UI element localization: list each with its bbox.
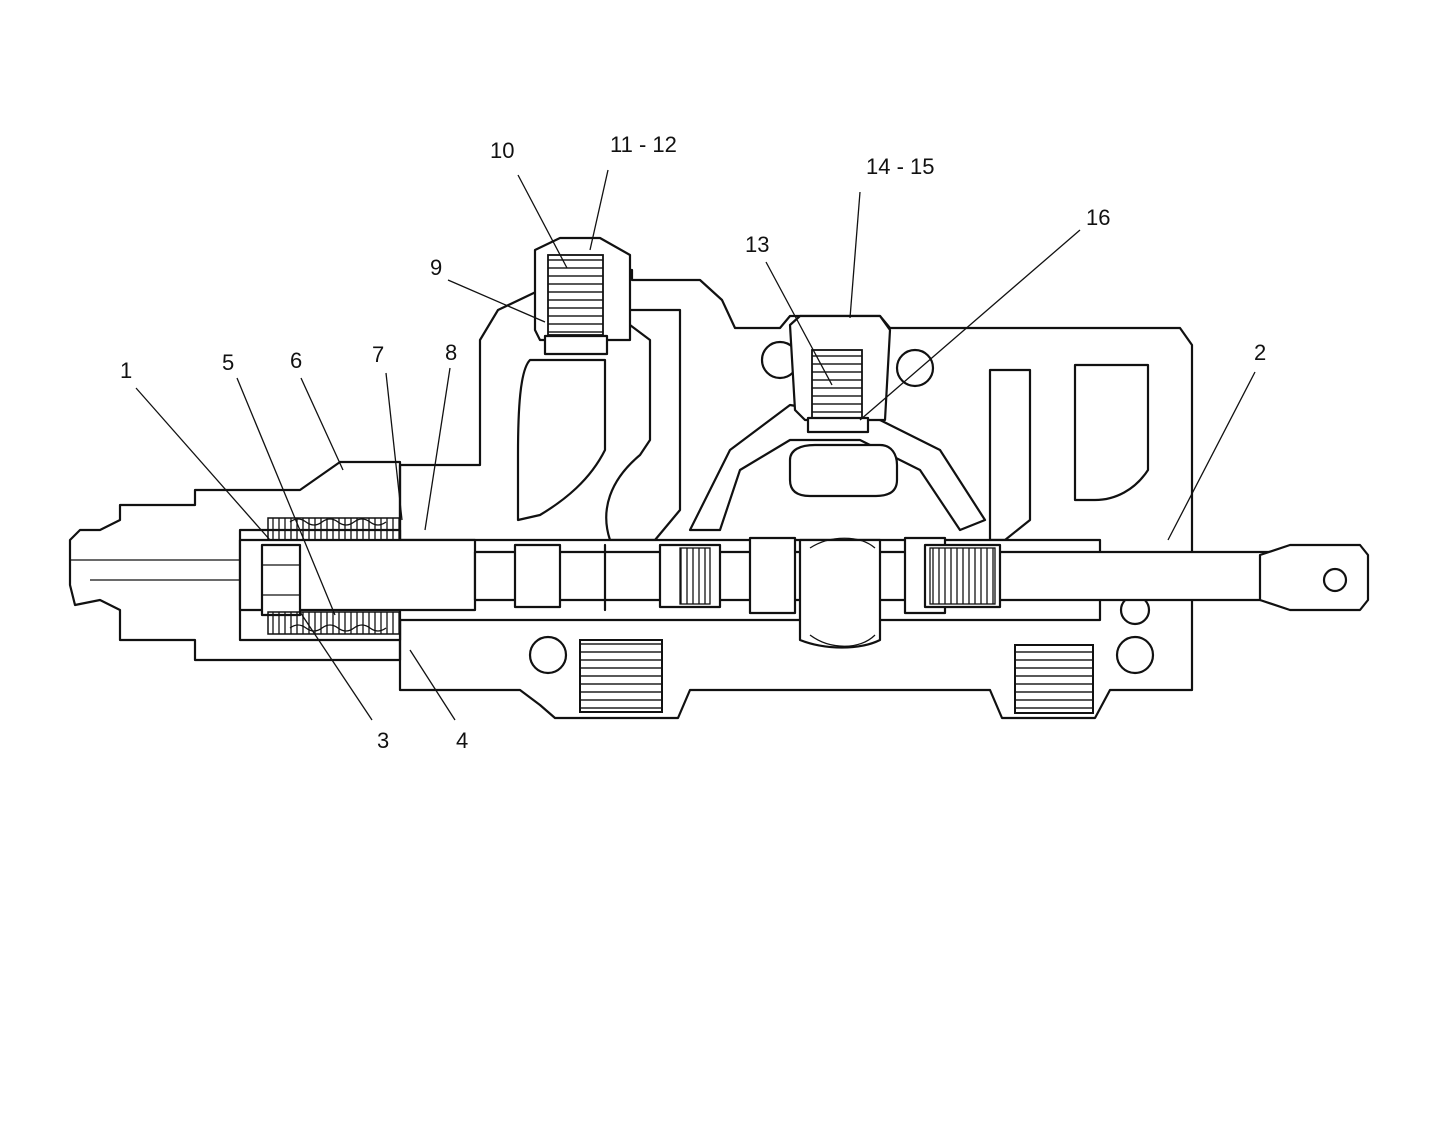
label-14-15: 14 - 15 [866,154,935,179]
relief-valve-left [533,236,632,356]
label-3: 3 [377,728,389,753]
relief-valve-center [788,314,892,434]
internal-passages [516,308,1155,675]
label-7: 7 [372,342,384,367]
label-5: 5 [222,350,234,375]
spool-assembly [238,536,1370,649]
label-2: 2 [1254,340,1266,365]
label-4: 4 [456,728,468,753]
leader-lines [135,169,1256,721]
callout-labels: 1 5 6 7 8 9 10 11 - 12 13 14 - 15 16 2 3… [120,132,1266,753]
label-8: 8 [445,340,457,365]
label-11-12: 11 - 12 [610,132,677,157]
label-1: 1 [120,358,132,383]
port-threads [579,639,1094,714]
label-9: 9 [430,255,442,280]
label-10: 10 [490,138,514,163]
centering-spring [267,517,401,635]
label-16: 16 [1086,205,1110,230]
label-13: 13 [745,232,769,257]
label-6: 6 [290,348,302,373]
